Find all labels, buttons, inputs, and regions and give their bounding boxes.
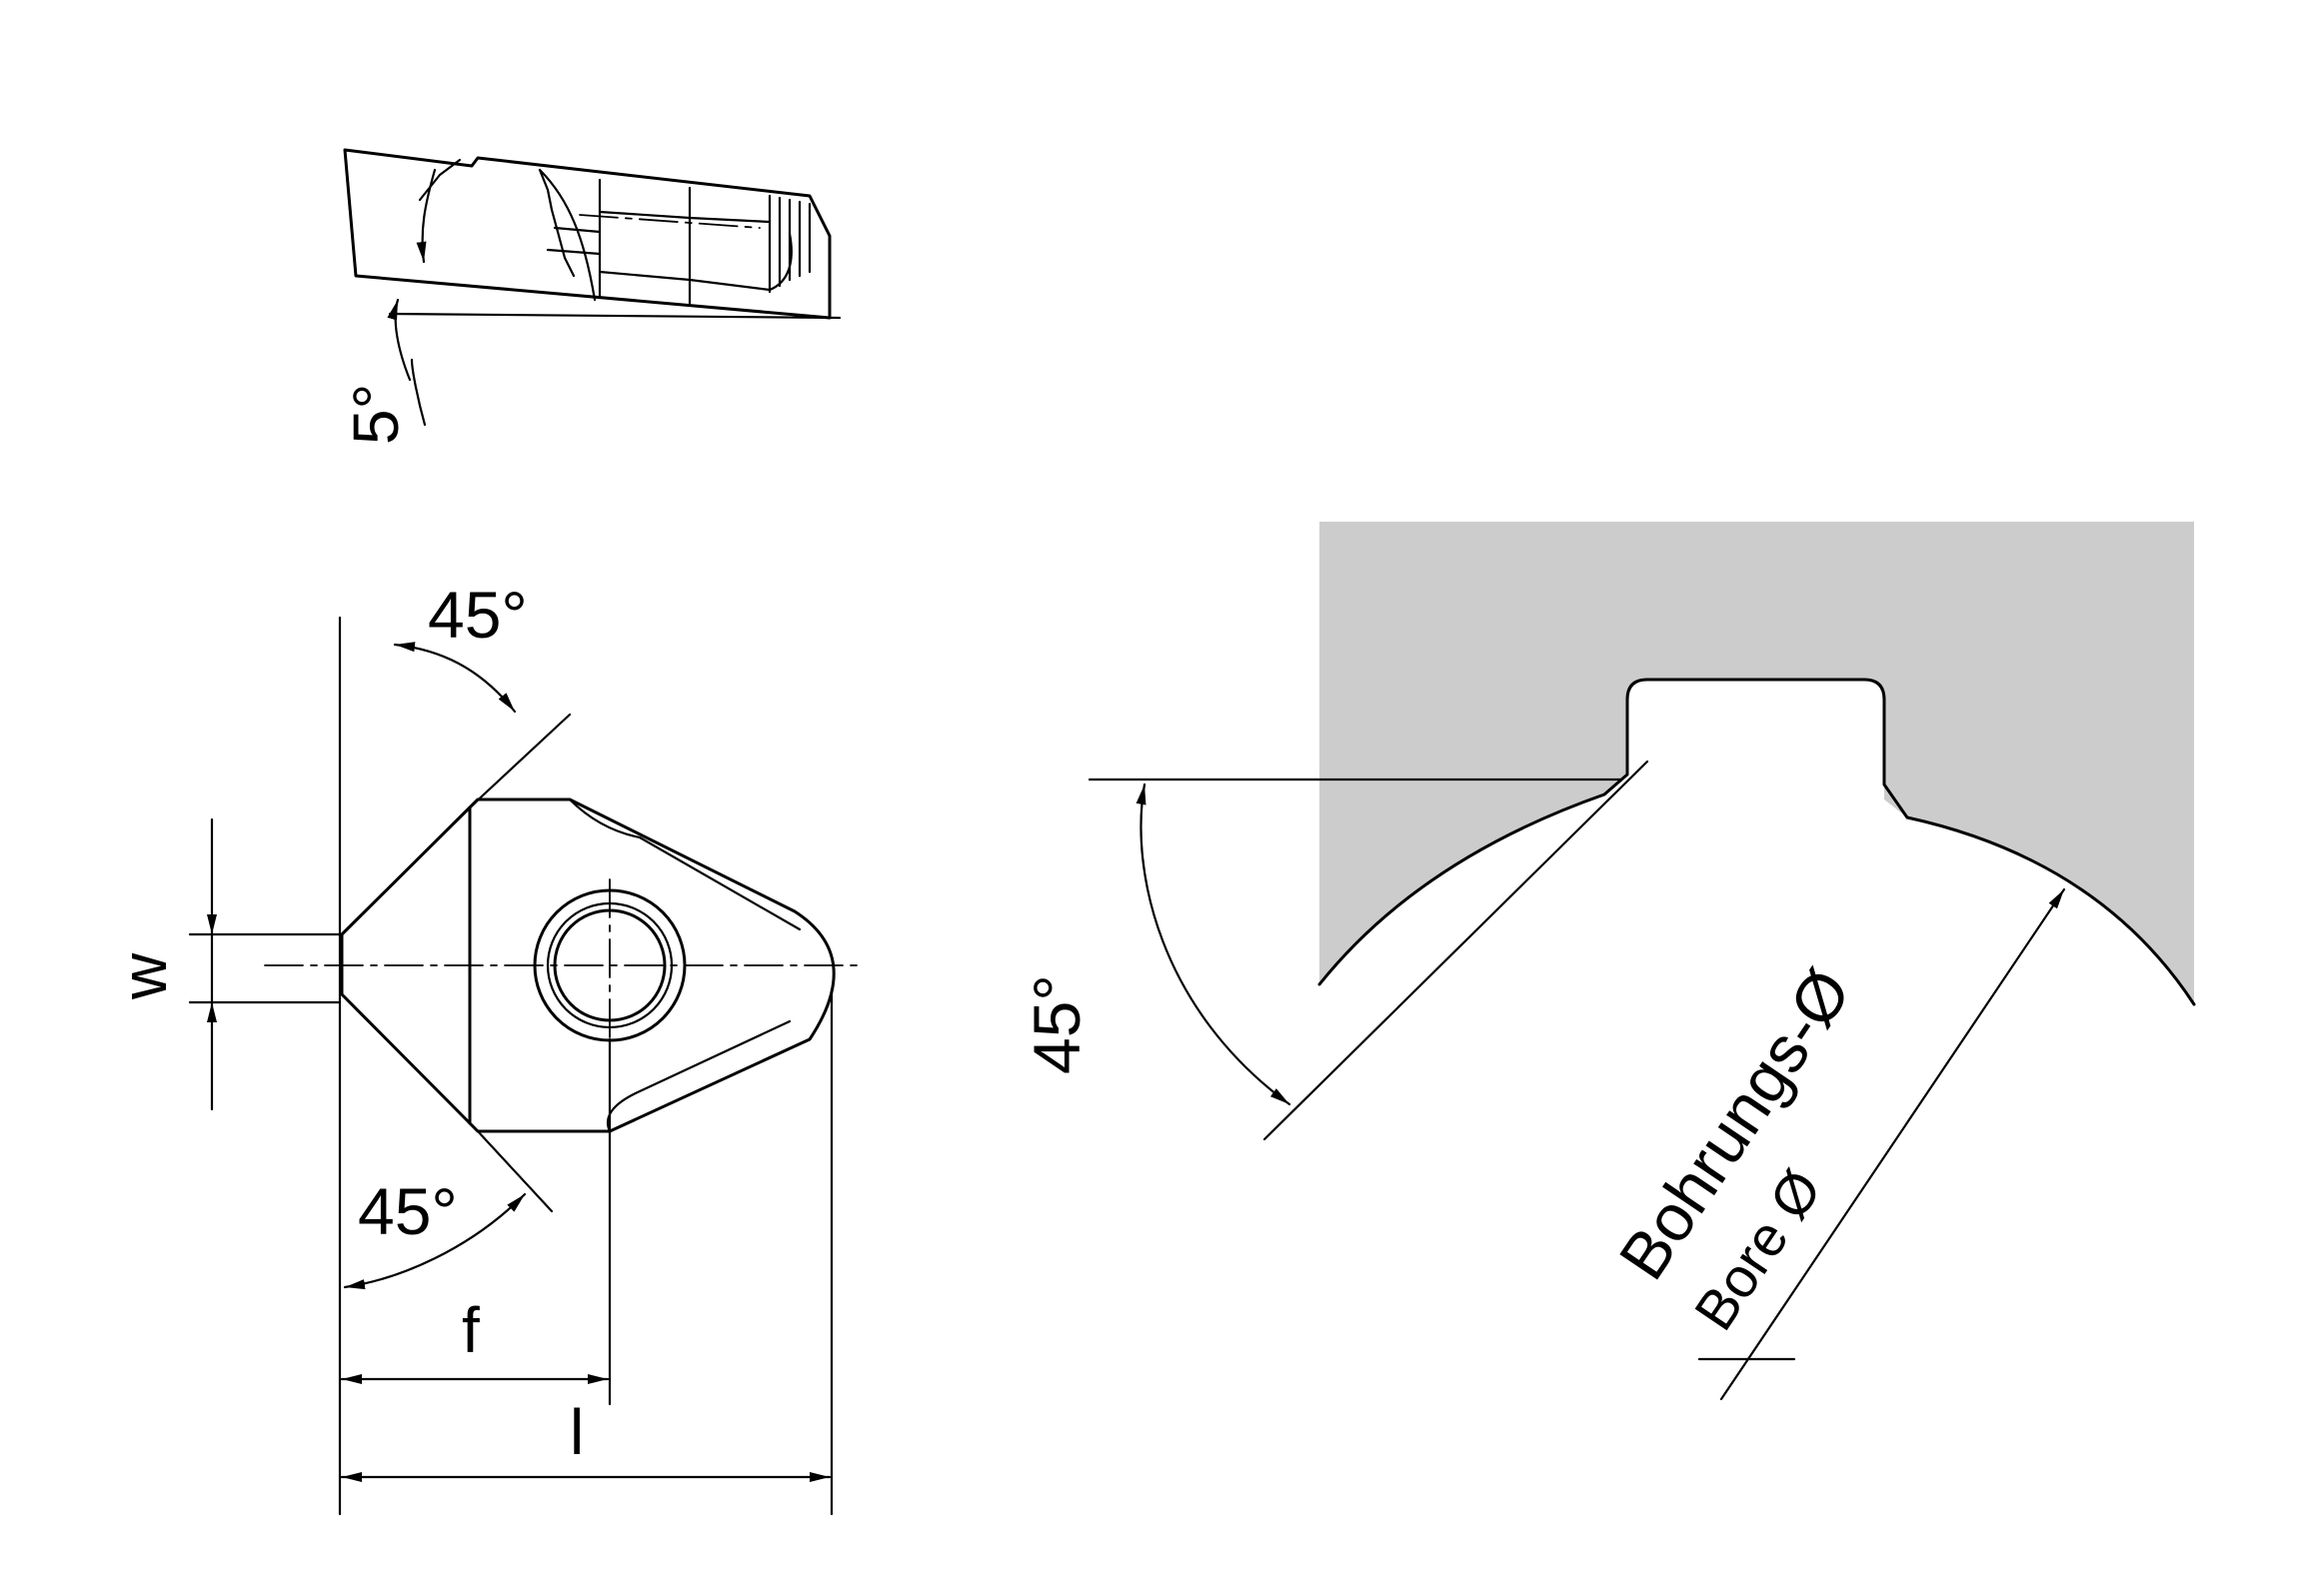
insert-top-body: [340, 797, 836, 1133]
top-angle-label: 45°: [428, 578, 528, 652]
side-view-angle-label: 5°: [340, 384, 412, 445]
workpiece-section: [1319, 522, 2194, 1004]
bore-view: 45° Bohrungs-Ø Bore Ø: [1020, 522, 2196, 1401]
width-dim-label: w: [108, 952, 180, 1000]
insert-side-view: 5°: [340, 148, 842, 445]
f-dim-label: f: [462, 1294, 480, 1366]
length-dim-label: l: [570, 1396, 584, 1468]
insert-top-view: 45° 45° w f l: [108, 578, 859, 1516]
bore-angle-label: 45°: [1020, 974, 1094, 1074]
bottom-angle-label: 45°: [358, 1174, 458, 1248]
side-view-body: [343, 148, 832, 320]
